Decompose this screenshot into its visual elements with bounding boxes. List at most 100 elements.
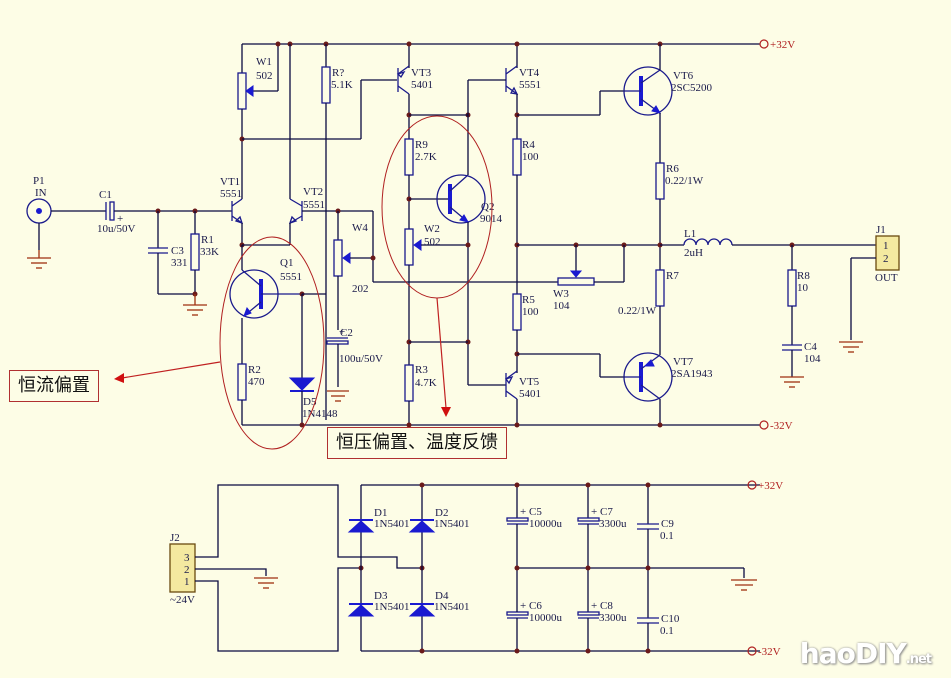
vt4-value: 5551 — [519, 79, 541, 91]
r4-ref: R4 — [522, 139, 535, 151]
c10-ref: C10 — [661, 613, 680, 625]
ground-icon — [183, 294, 207, 316]
input-connector-p1: P1 IN — [26, 175, 106, 269]
c5-ref: C5 — [529, 506, 542, 518]
j2-pin-1: 1 — [184, 576, 190, 588]
arrow-icon — [441, 407, 451, 417]
watermark-suffix: .net — [905, 652, 932, 667]
c8-ref: C8 — [600, 600, 613, 612]
q1-ref: Q1 — [280, 257, 293, 269]
r8-value: 10 — [797, 282, 809, 294]
current-bias-highlight — [219, 236, 325, 450]
r6-value: 0.22/1W — [665, 175, 704, 187]
d3-value: 1N5401 — [374, 601, 409, 613]
j2-pin-3: 3 — [184, 552, 190, 564]
psu-connector-j2: J2 3 2 1 ~24V — [169, 532, 196, 606]
capacitor-c8: + C8 3300u — [577, 600, 627, 651]
j2-ref: J2 — [170, 532, 180, 544]
vt2-ref: VT2 — [303, 186, 323, 198]
transistor-vt5: VT5 5401 — [504, 370, 541, 400]
terminal-icon — [747, 646, 757, 656]
psu-pos-label: +32V — [758, 480, 783, 492]
c9-value: 0.1 — [660, 530, 674, 542]
r4-value: 100 — [522, 151, 539, 163]
transistor-q1: Q1 5551 — [229, 257, 302, 319]
watermark-main: haoDIY — [799, 637, 907, 670]
transistor-vt7: VT7 2SA1943 — [623, 352, 713, 402]
transistor-vt3: VT3 5401 — [396, 65, 433, 95]
j1-pin-1: 1 — [883, 240, 889, 252]
transistor-vt2: VT2 5551 — [288, 186, 325, 225]
p1-name: IN — [35, 187, 47, 199]
c4-value: 104 — [804, 353, 821, 365]
d1-ref: D1 — [374, 507, 387, 519]
polarity-plus: + — [520, 600, 526, 612]
resistor-r9: R9 2.7K — [404, 138, 437, 176]
polarity-plus: + — [591, 506, 597, 518]
terminal-icon — [759, 39, 769, 49]
vt6-value: 2SC5200 — [671, 82, 712, 94]
c1-value: 10u/50V — [97, 223, 136, 235]
diode-d4: D4 1N5401 — [408, 590, 469, 617]
watermark: haoDIY.net — [799, 637, 932, 670]
ground-icon — [254, 577, 278, 589]
terminal-icon — [759, 420, 769, 430]
diode-d2: D2 1N5401 — [408, 507, 469, 533]
capacitor-c9: C9 0.1 — [637, 485, 674, 618]
terminal-icon — [747, 480, 757, 490]
w1-ref: W1 — [256, 56, 272, 68]
c2-value: 100u/50V — [339, 353, 383, 365]
vt1-value: 5551 — [220, 188, 242, 200]
psu-rail-pos: +32V — [747, 480, 783, 492]
capacitor-c3: C3 331 — [148, 211, 188, 294]
capacitor-c4: C4 104 — [782, 341, 821, 377]
vt7-value: 2SA1943 — [671, 368, 713, 380]
capacitor-c10: C10 0.1 — [637, 613, 680, 651]
c7-value: 3300u — [599, 518, 627, 530]
r9-value: 2.7K — [415, 151, 437, 163]
current-bias-note: 恒流偏置 — [9, 370, 99, 402]
potentiometer-w1: W1 502 — [237, 44, 279, 110]
c8-value: 3300u — [599, 612, 627, 624]
resistor-r3: R3 4.7K — [404, 364, 437, 425]
rail-pos-label: +32V — [770, 39, 795, 51]
polarity-plus: + — [591, 600, 597, 612]
d4-ref: D4 — [435, 590, 449, 602]
potentiometer-w3: W3 104 — [553, 245, 625, 312]
c6-ref: C6 — [529, 600, 542, 612]
r7-value: 0.22/1W — [618, 305, 657, 317]
potentiometer-w4: W4 202 — [333, 211, 373, 330]
psu-rail-neg: -32V — [747, 646, 781, 658]
j1-name: OUT — [875, 272, 898, 284]
r2-ref: R2 — [248, 364, 261, 376]
vt3-value: 5401 — [411, 79, 433, 91]
resistor-r6: R6 0.22/1W — [655, 162, 704, 200]
r7-ref: R7 — [666, 270, 679, 282]
resistor-r2: R2 470 — [237, 363, 265, 425]
vt2-value: 5551 — [303, 199, 325, 211]
d2-value: 1N5401 — [434, 518, 469, 530]
diode-d5: D5 1N4148 — [288, 294, 338, 425]
potentiometer-w2: W2 502 — [404, 223, 468, 266]
q2-ref: Q2 — [481, 201, 494, 213]
ground-icon — [731, 579, 757, 591]
j1-pin-2: 2 — [883, 253, 889, 265]
rq-value: 5.1K — [331, 79, 353, 91]
polarity-plus: + — [520, 506, 526, 518]
transistor-vt4: VT4 5551 — [505, 65, 541, 95]
j2-pin-2: 2 — [184, 564, 190, 576]
w3-value: 104 — [553, 300, 570, 312]
r9-ref: R9 — [415, 139, 428, 151]
l1-ref: L1 — [684, 228, 696, 240]
resistor-r-unknown: R? 5.1K — [321, 44, 353, 420]
rail-neg-label: -32V — [770, 420, 793, 432]
r2-value: 470 — [248, 376, 265, 388]
c5-value: 10000u — [529, 518, 563, 530]
r8-ref: R8 — [797, 270, 810, 282]
transistor-vt1: VT1 5551 — [220, 176, 244, 225]
d5-ref: D5 — [303, 396, 317, 408]
vt3-ref: VT3 — [411, 67, 432, 79]
resistor-r4: R4 100 — [512, 138, 539, 176]
vt4-ref: VT4 — [519, 67, 540, 79]
